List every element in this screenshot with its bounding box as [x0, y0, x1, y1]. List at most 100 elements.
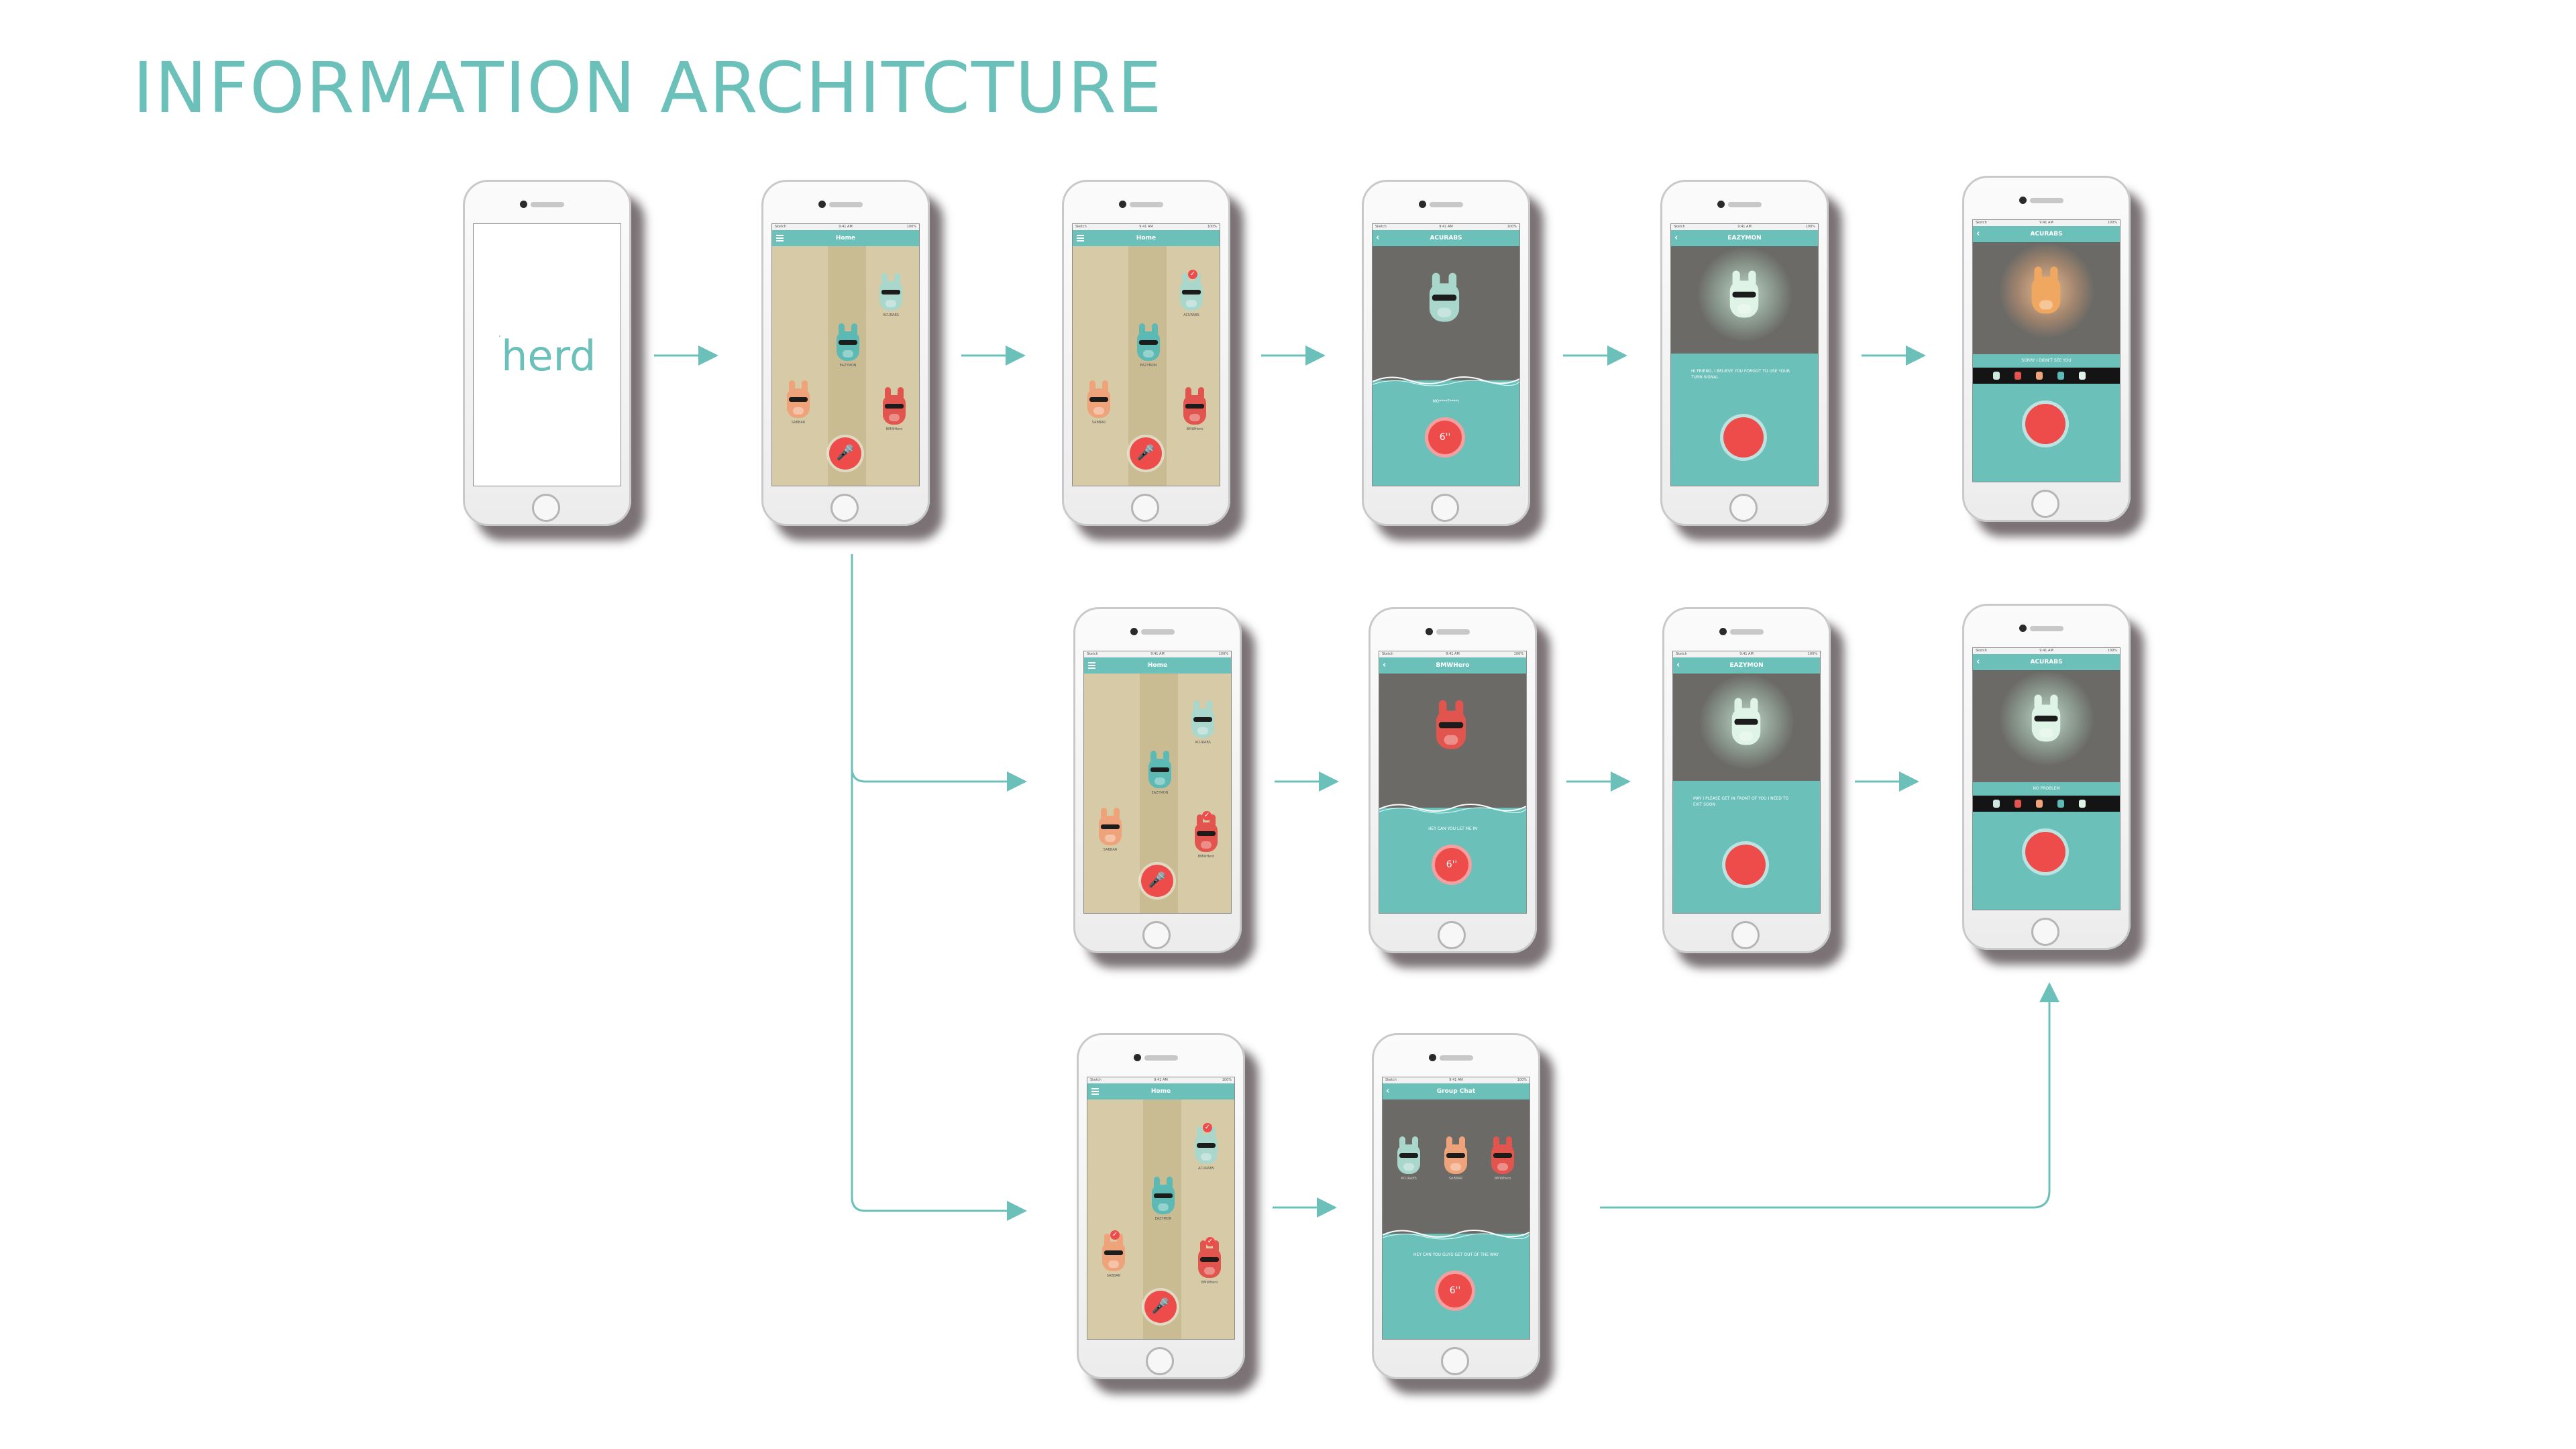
- label-sabbar: SABBAR: [1106, 1274, 1121, 1278]
- back-icon[interactable]: ‹: [1376, 233, 1380, 243]
- home-button[interactable]: [1438, 921, 1466, 949]
- back-icon[interactable]: ‹: [1383, 660, 1387, 670]
- message-text: MO****F****!: [1432, 399, 1460, 404]
- camera: [1426, 628, 1433, 635]
- check-icon: ✓: [1110, 1230, 1120, 1240]
- check-icon: ✓: [1188, 270, 1197, 279]
- speaker: [1436, 629, 1470, 635]
- home-button[interactable]: [1431, 494, 1459, 522]
- llama-bmwhero[interactable]: [1183, 387, 1206, 425]
- camera: [1130, 628, 1138, 635]
- llama-bmwhero[interactable]: [1198, 1240, 1221, 1278]
- countdown-timer[interactable]: 6'': [1432, 845, 1472, 885]
- check-icon: ✓: [1205, 1237, 1215, 1246]
- herd-strip: [1973, 368, 2120, 384]
- menu-icon[interactable]: [1088, 662, 1095, 669]
- back-icon[interactable]: ‹: [1976, 229, 1980, 239]
- home-button[interactable]: [2031, 918, 2059, 946]
- label-sabbar: SABBAR: [1448, 1177, 1463, 1181]
- menu-icon[interactable]: [776, 235, 784, 241]
- llama-sabbar[interactable]: [1087, 380, 1110, 418]
- llama-eazymon[interactable]: [1137, 323, 1160, 361]
- countdown-timer[interactable]: 6'': [1425, 417, 1465, 458]
- home-button[interactable]: [1731, 921, 1760, 949]
- llama-sabbar[interactable]: [1099, 808, 1122, 845]
- mic-button[interactable]: 🎤: [1130, 437, 1162, 470]
- label-bmwhero: BMWHero: [1494, 1177, 1511, 1181]
- back-icon[interactable]: ‹: [1976, 657, 1980, 667]
- home-button[interactable]: [830, 494, 859, 522]
- label-bmwhero: BMWHero: [1201, 1281, 1218, 1285]
- menu-icon[interactable]: [1091, 1088, 1099, 1095]
- home-button[interactable]: [1146, 1347, 1174, 1375]
- record-button[interactable]: [1725, 845, 1766, 885]
- llama-eazymon[interactable]: [837, 323, 859, 361]
- label-sabbar: SABBAR: [1091, 421, 1106, 425]
- home-button[interactable]: [1441, 1347, 1469, 1375]
- speaker: [531, 202, 564, 207]
- record-button[interactable]: [1723, 417, 1764, 458]
- llama-sabbar[interactable]: [1102, 1234, 1125, 1271]
- camera: [520, 201, 527, 208]
- llama-eazymon[interactable]: [1152, 1177, 1175, 1214]
- sound-wave: [1373, 376, 1519, 386]
- llama-bmwhero: [1491, 1136, 1514, 1174]
- branch-trunk: [851, 554, 1027, 1221]
- llama-acurabs[interactable]: [1195, 1126, 1218, 1164]
- app-header: Home: [772, 230, 919, 246]
- llama-bmwhero[interactable]: [1195, 814, 1218, 852]
- message-text: HI FRIEND, I BELIEVE YOU FORGOT TO USE Y…: [1691, 369, 1790, 380]
- home-button[interactable]: [532, 494, 560, 522]
- speaker: [1440, 1055, 1473, 1061]
- mic-button[interactable]: 🎤: [1141, 865, 1173, 897]
- menu-icon[interactable]: [1077, 235, 1084, 241]
- mic-button[interactable]: 🎤: [829, 437, 861, 470]
- reply-panel: HI FRIEND, I BELIEVE YOU FORGOT TO USE Y…: [1671, 354, 1818, 486]
- app-header: ‹BMWHero: [1379, 657, 1526, 674]
- mic-button[interactable]: 🎤: [1144, 1291, 1177, 1323]
- message-text: NO PROBLEM: [1973, 782, 2120, 796]
- app-header: ‹EAZYMON: [1671, 230, 1818, 246]
- llama-eazymon[interactable]: [1148, 751, 1171, 788]
- home-button[interactable]: [1131, 494, 1159, 522]
- back-icon[interactable]: ‹: [1386, 1086, 1390, 1096]
- back-icon[interactable]: ‹: [1674, 233, 1678, 243]
- home-button[interactable]: [2031, 490, 2059, 518]
- home-button[interactable]: [1729, 494, 1758, 522]
- countdown-timer[interactable]: 6'': [1435, 1271, 1475, 1311]
- llama-eazymon: [1729, 270, 1759, 318]
- label-bmwhero: BMWHero: [885, 427, 903, 431]
- back-icon[interactable]: ‹: [1676, 660, 1680, 670]
- llama-acurabs[interactable]: [1191, 700, 1214, 738]
- llama-acurabs[interactable]: [1180, 273, 1203, 311]
- llama-acurabs[interactable]: [879, 273, 902, 311]
- speaker: [1141, 629, 1175, 635]
- camera: [1119, 201, 1126, 208]
- home-button[interactable]: [1142, 921, 1171, 949]
- app-header: ‹ACURABS: [1973, 654, 2120, 670]
- label-eazymon: EAZYMON: [1140, 364, 1157, 368]
- app-header: ‹EAZYMON: [1673, 657, 1820, 674]
- record-button[interactable]: [2025, 404, 2065, 444]
- app-header: Home: [1073, 230, 1220, 246]
- record-button[interactable]: [2025, 832, 2065, 872]
- llama-sabbar[interactable]: [787, 380, 810, 418]
- llama-bmwhero[interactable]: [883, 387, 906, 425]
- label-bmwhero: BMWHero: [1197, 855, 1215, 859]
